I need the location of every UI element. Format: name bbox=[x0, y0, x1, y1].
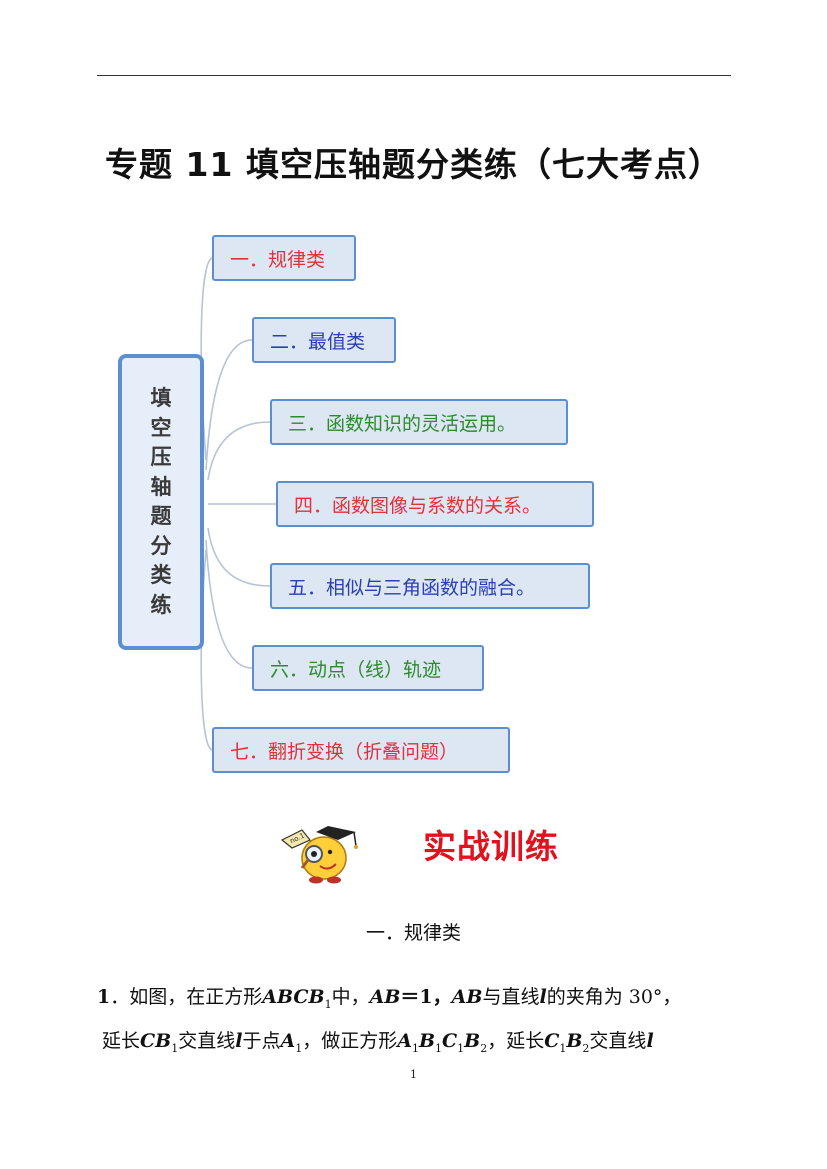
math-var: l bbox=[646, 1030, 654, 1052]
problem-1-line-1: 1．如图，在正方形ABCB1中，AB＝1，AB与直线l的夹角为 30°， bbox=[97, 982, 737, 1011]
mascot-illustration: no.1 bbox=[280, 826, 358, 884]
mindmap-branch-2: 二．最值类 bbox=[252, 317, 396, 363]
math-subscript: 1 bbox=[295, 1041, 303, 1055]
problem-text: ．如图，在正方形 bbox=[110, 986, 263, 1008]
branch-label: 六．动点（线）轨迹 bbox=[270, 658, 442, 681]
problem-text: ＝1， bbox=[400, 986, 452, 1008]
branch-label: 二．最值类 bbox=[270, 330, 366, 353]
problem-text: 交直线 bbox=[178, 1030, 236, 1052]
math-subscript: 1 bbox=[435, 1041, 443, 1055]
problem-text: 延长 bbox=[102, 1030, 141, 1052]
problem-text: 与直线 bbox=[482, 986, 540, 1008]
section-heading: 一．规律类 bbox=[365, 922, 461, 944]
math-subscript: 1 bbox=[457, 1041, 465, 1055]
math-var: AB bbox=[451, 986, 483, 1008]
branch-label: 三．函数知识的灵活运用。 bbox=[288, 412, 517, 435]
math-var: ABCB bbox=[262, 986, 325, 1008]
mindmap-connectors bbox=[200, 257, 276, 751]
math-var: CB bbox=[140, 1030, 172, 1052]
math-subscript: 1 bbox=[324, 997, 332, 1011]
math-var: B bbox=[566, 1030, 583, 1052]
mindmap-branch-6: 六．动点（线）轨迹 bbox=[252, 645, 484, 691]
math-var: A bbox=[397, 1030, 412, 1052]
math-var: C bbox=[442, 1030, 458, 1052]
math-subscript: 1 bbox=[411, 1041, 419, 1055]
mindmap-branch-4: 四．函数图像与系数的关系。 bbox=[276, 481, 594, 527]
math-subscript: 1 bbox=[171, 1041, 179, 1055]
branch-label: 四．函数图像与系数的关系。 bbox=[294, 494, 542, 517]
practice-section-title: 实战训练 bbox=[423, 827, 559, 866]
branch-label: 一．规律类 bbox=[230, 248, 326, 271]
header-rule bbox=[97, 75, 731, 76]
page-title: 专题 11 填空压轴题分类练（七大考点） bbox=[105, 145, 722, 184]
math-var: C bbox=[544, 1030, 560, 1052]
problem-text: 交直线 bbox=[589, 1030, 647, 1052]
mindmap-branch-3: 三．函数知识的灵活运用。 bbox=[270, 399, 568, 445]
problem-text: ，做正方形 bbox=[302, 1030, 398, 1052]
math-var: A bbox=[280, 1030, 296, 1052]
problem-number: 1 bbox=[97, 986, 111, 1008]
branch-label: 五．相似与三角函数的融合。 bbox=[288, 576, 536, 599]
mindmap-center-label: 填空压轴题分类练 bbox=[150, 386, 172, 617]
problem-text: 的夹角为 30°， bbox=[546, 986, 682, 1008]
math-var: l bbox=[539, 986, 547, 1008]
mindmap-branch-5: 五．相似与三角函数的融合。 bbox=[270, 563, 590, 609]
problem-text: 于点 bbox=[242, 1030, 281, 1052]
math-var: AB bbox=[369, 986, 401, 1008]
problem-text: 中， bbox=[331, 986, 370, 1008]
math-var: l bbox=[235, 1030, 243, 1052]
math-subscript: 1 bbox=[559, 1041, 567, 1055]
problem-text: ，延长 bbox=[487, 1030, 545, 1052]
math-subscript: 2 bbox=[480, 1041, 488, 1055]
math-subscript: 2 bbox=[582, 1041, 590, 1055]
math-var: B bbox=[464, 1030, 481, 1052]
problem-1-line-2: 延长CB1交直线l于点A1，做正方形A1B1C1B2，延长C1B2交直线l bbox=[102, 1026, 742, 1055]
math-var: B bbox=[418, 1030, 436, 1052]
mindmap-branch-1: 一．规律类 bbox=[212, 235, 356, 281]
page-number: 1 bbox=[410, 1068, 417, 1081]
mindmap-branch-7: 七．翻折变换（折叠问题） bbox=[212, 727, 510, 773]
branch-label: 七．翻折变换（折叠问题） bbox=[230, 740, 459, 763]
mindmap-center-node: 填空压轴题分类练 bbox=[118, 354, 204, 650]
